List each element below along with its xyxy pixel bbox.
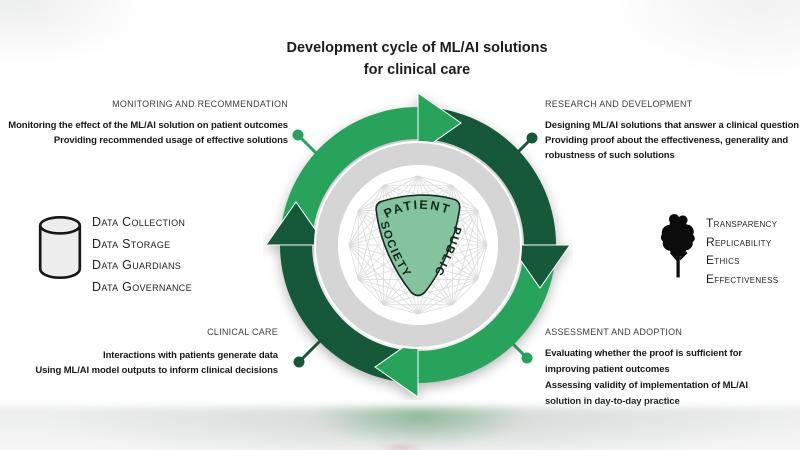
bottom-progress-smudge bbox=[378, 445, 426, 450]
data-pillar-item: Data Collection bbox=[92, 215, 186, 229]
section-clinical-care-line: Using ML/AI model outputs to inform clin… bbox=[35, 365, 278, 376]
values-item: Ethics bbox=[706, 253, 740, 267]
section-monitoring-header: MONITORING AND RECOMMENDATION bbox=[112, 99, 288, 109]
section-clinical-care-header: CLINICAL CARE bbox=[207, 327, 278, 337]
arc-top-left bbox=[280, 107, 418, 245]
section-clinical-care-line: Interactions with patients generate data bbox=[103, 350, 278, 361]
arrowhead-bottom-icon bbox=[374, 336, 419, 398]
figure-title-line2: for clinical care bbox=[363, 62, 471, 78]
arc-bottom-right bbox=[418, 245, 556, 383]
bottom-blur-band bbox=[0, 407, 800, 450]
tree-icon bbox=[660, 213, 695, 278]
data-pillar-item: Data Governance bbox=[92, 279, 192, 294]
cycle-ring bbox=[265, 92, 571, 398]
section-assessment-line: Evaluating whether the proof is sufficie… bbox=[545, 348, 743, 359]
database-icon bbox=[38, 216, 82, 280]
section-research-line: Designing ML/AI solutions that answer a … bbox=[545, 120, 800, 131]
arrowhead-left-icon bbox=[265, 201, 327, 246]
section-monitoring-line: Monitoring the effect of the ML/AI solut… bbox=[8, 120, 288, 131]
section-research-header: RESEARCH AND DEVELOPMENT bbox=[545, 99, 693, 109]
section-assessment-line: improving patient outcomes bbox=[545, 364, 670, 375]
section-clinical-care: CLINICAL CARE Interactions with patients… bbox=[0, 327, 278, 378]
data-pillar-item: Data Storage bbox=[92, 236, 171, 251]
cycle-diagram: PATIENT SOCIETY PUBLIC bbox=[265, 92, 571, 398]
values-item: Effectiveness bbox=[706, 271, 779, 286]
section-assessment: ASSESSMENT AND ADOPTION Evaluating wheth… bbox=[545, 327, 800, 410]
inner-gray-ring bbox=[316, 143, 520, 347]
section-assessment-line: solution in day-to-day practice bbox=[545, 396, 680, 407]
section-research-line: Providing proof about the effectiveness,… bbox=[545, 135, 789, 146]
corner-vignette-left bbox=[0, 0, 150, 70]
arrowhead-right-icon bbox=[509, 244, 571, 289]
corner-vignette-right bbox=[600, 0, 800, 80]
values-item: Replicability bbox=[706, 234, 772, 249]
arrowhead-top-icon bbox=[417, 92, 462, 154]
section-assessment-line: Assessing validity of implementation of … bbox=[545, 380, 748, 391]
figure-title-line1: Development cycle of ML/AI solutions bbox=[286, 40, 548, 56]
data-pillar-item: Data Guardians bbox=[92, 258, 182, 272]
section-research: RESEARCH AND DEVELOPMENT Designing ML/AI… bbox=[545, 99, 800, 163]
values-list: Transparency Replicability Ethics Effect… bbox=[706, 214, 778, 288]
data-pillars-list: Data Collection Data Storage Data Guardi… bbox=[92, 212, 192, 298]
values-item: Transparency bbox=[706, 216, 778, 230]
section-assessment-header: ASSESSMENT AND ADOPTION bbox=[545, 327, 683, 337]
section-monitoring-line: Providing recommended usage of effective… bbox=[53, 135, 288, 146]
arc-top-right bbox=[418, 107, 556, 245]
section-monitoring: MONITORING AND RECOMMENDATION Monitoring… bbox=[0, 99, 288, 148]
figure-title: Development cycle of ML/AI solutions for… bbox=[167, 37, 667, 81]
section-research-line: robustness of such solutions bbox=[545, 150, 675, 161]
arc-bottom-left bbox=[280, 245, 418, 383]
